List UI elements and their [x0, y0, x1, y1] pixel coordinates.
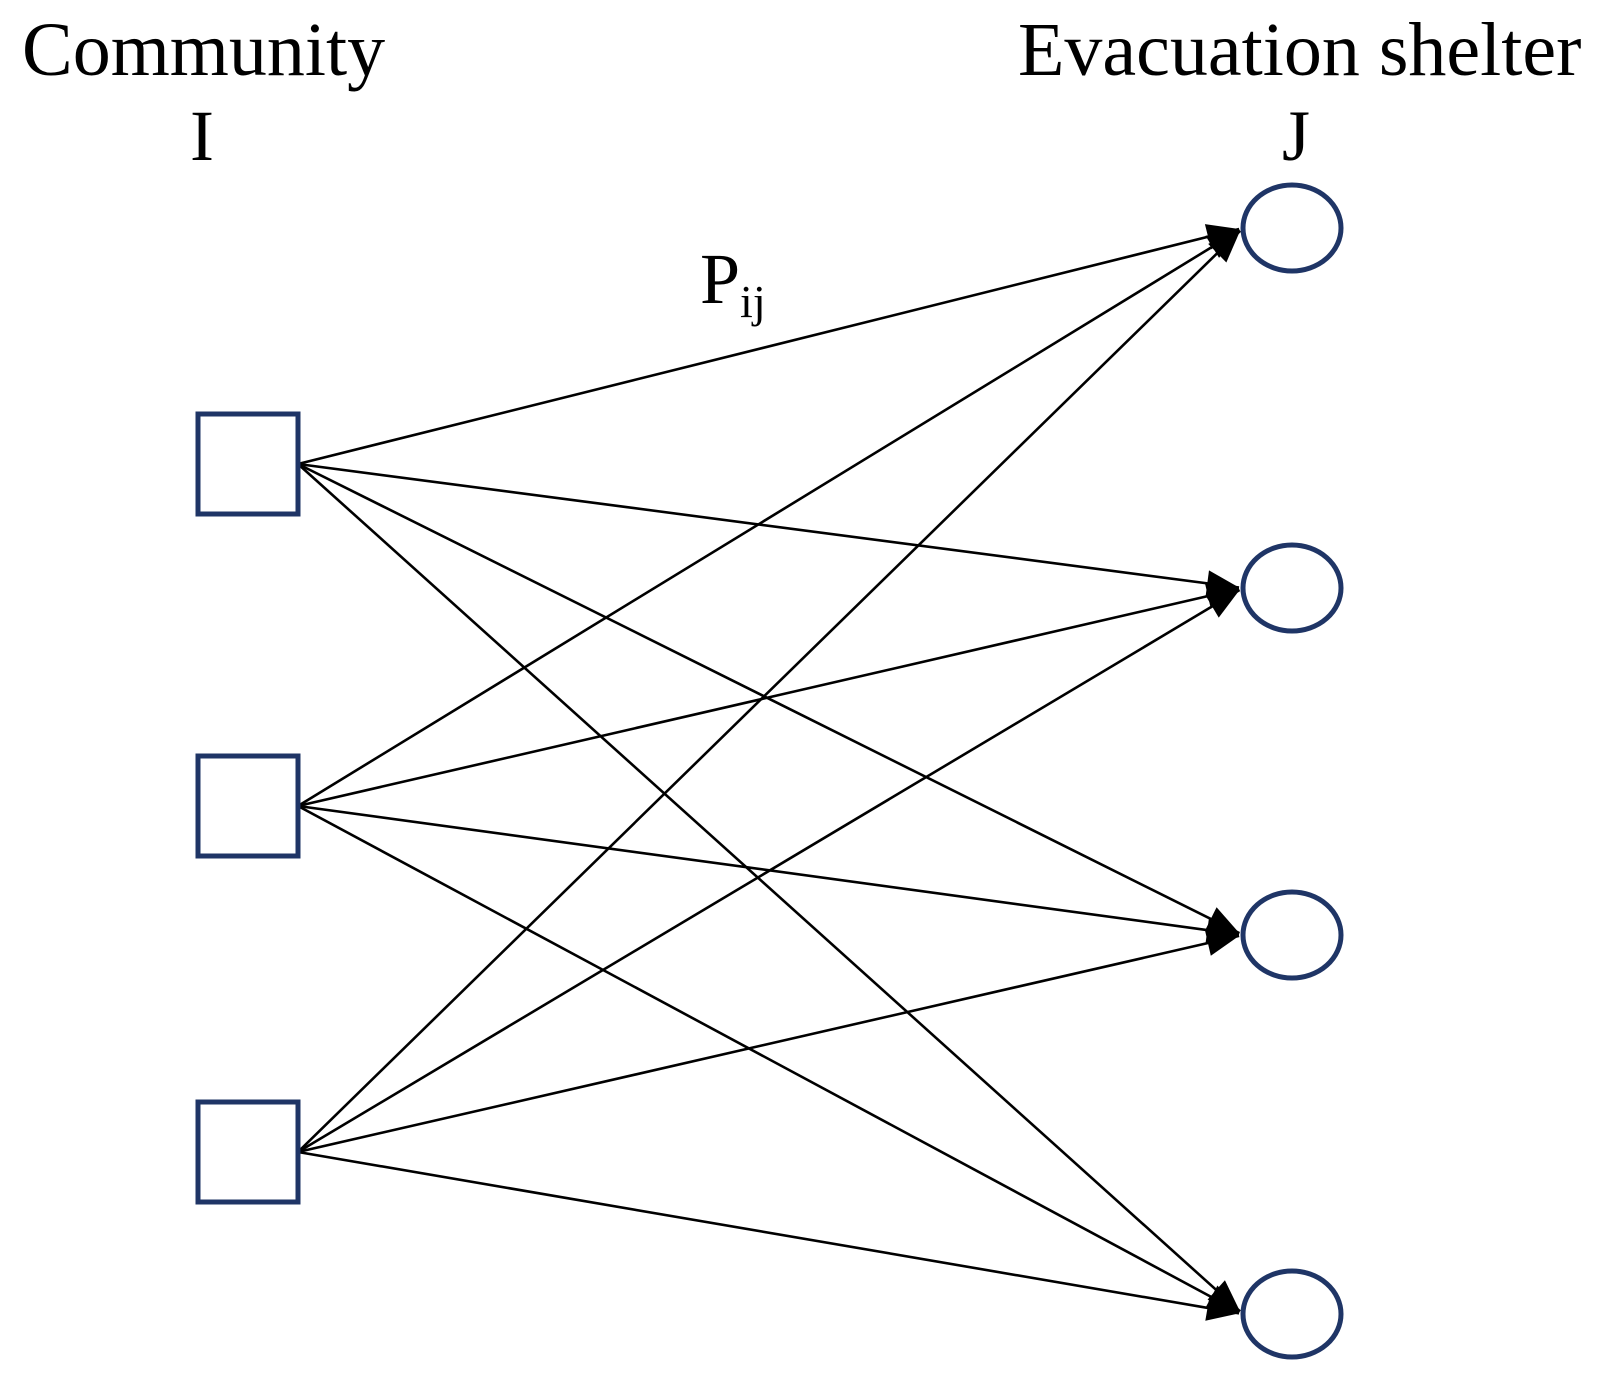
shelter-node-4 [1240, 1268, 1344, 1360]
community-heading: Community [22, 8, 385, 92]
edge-arrow-c2-to-s4 [297, 804, 1241, 1314]
edge-label: Pij [700, 239, 766, 327]
community-node-3 [195, 1099, 301, 1205]
nodes [195, 182, 1344, 1360]
edge-arrow-c1-to-s1 [297, 224, 1240, 466]
shelter-set-label: J [1282, 96, 1310, 176]
community-node-2 [195, 753, 301, 859]
edge-label-subscript: ij [740, 276, 766, 327]
edge-arrow-c3-to-s2 [297, 588, 1241, 1154]
edge-arrow-c3-to-s3 [297, 930, 1240, 1154]
edge-arrow-c1-to-s2 [297, 462, 1240, 597]
edge-arrow-c2-to-s2 [297, 583, 1240, 808]
shelter-heading: Evacuation shelter [1018, 8, 1581, 92]
edge-label-main: P [700, 239, 740, 319]
shelter-node-3 [1240, 889, 1344, 981]
edge-arrow-c2-to-s1 [297, 228, 1241, 808]
shelter-node-1 [1240, 182, 1344, 274]
community-node-1 [195, 411, 301, 517]
edge-arrow-c3-to-s1 [297, 229, 1242, 1153]
edges [297, 224, 1242, 1321]
shelter-node-2 [1240, 542, 1344, 634]
edge-arrow-c3-to-s4 [297, 1150, 1240, 1321]
edge-arrow-c1-to-s4 [297, 463, 1241, 1313]
community-set-label: I [190, 96, 214, 176]
